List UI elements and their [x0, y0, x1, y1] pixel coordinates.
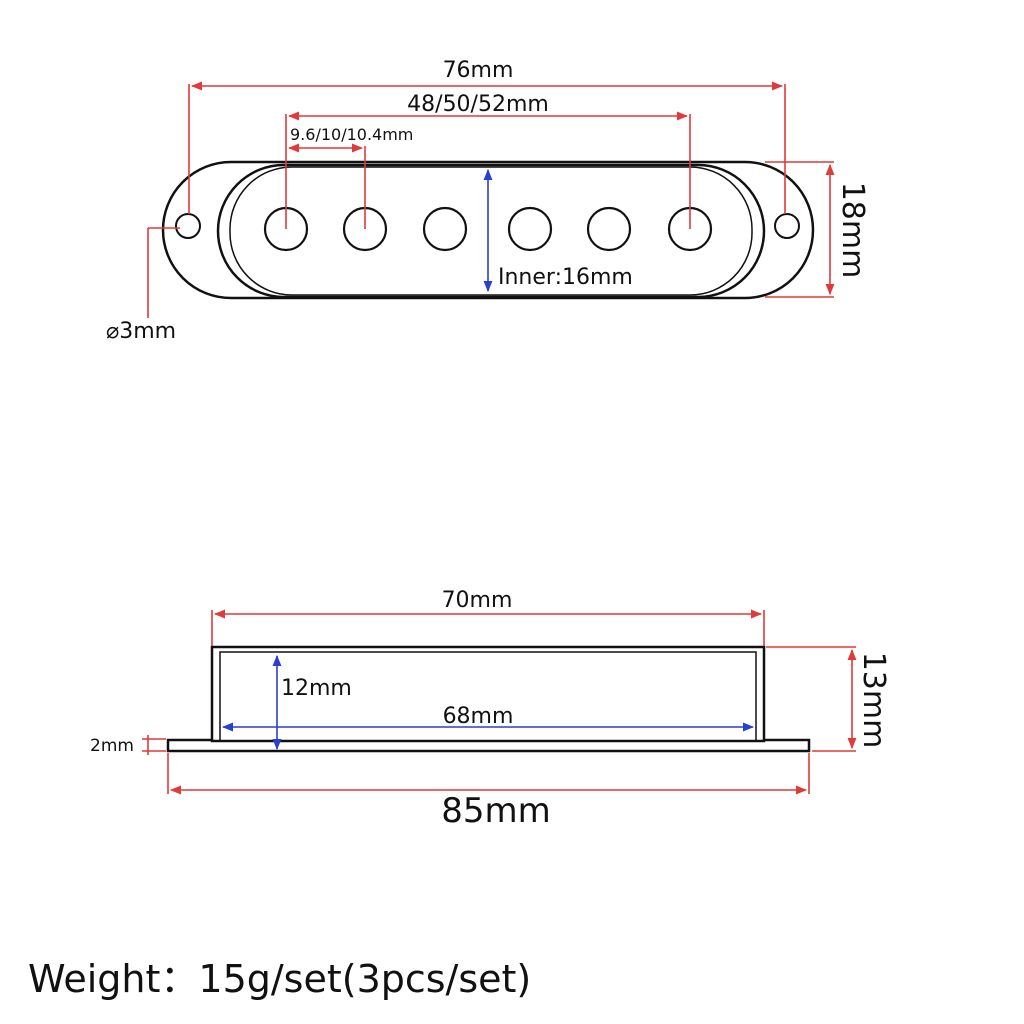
top-view: 76mm 48/50/52mm 9.6/10/10.4mm 18mm Inner… — [106, 58, 870, 344]
overall-width-label: 76mm — [443, 58, 514, 83]
dim-18mm: 18mm — [765, 161, 870, 298]
inner-height-label: 12mm — [281, 676, 352, 701]
dim-pole-spacing: 9.6/10/10.4mm — [287, 125, 413, 229]
weight-text: Weight：15g/set(3pcs/set) — [28, 957, 532, 1001]
pole-spacing-label: 9.6/10/10.4mm — [290, 125, 413, 144]
dim-pole-span: 48/50/52mm — [285, 92, 691, 229]
side-view: 70mm 68mm 12mm 13mm 2mm — [90, 588, 891, 831]
base-width-label: 85mm — [441, 791, 551, 831]
hole-diameter-label: ⌀3mm — [106, 319, 176, 344]
dim-2mm: 2mm — [90, 735, 166, 756]
pole-hole — [422, 206, 468, 252]
dim-85mm: 85mm — [167, 753, 810, 831]
side-cover-inner — [219, 651, 757, 742]
pole-hole — [586, 206, 632, 252]
pole-hole — [507, 206, 553, 252]
dim-inner-16mm: Inner:16mm — [483, 168, 633, 293]
dim-13mm: 13mm — [766, 646, 891, 752]
mounting-hole-right — [774, 213, 800, 239]
dim-12mm: 12mm — [272, 654, 352, 751]
top-width-label: 70mm — [442, 588, 513, 613]
dim-hole-diameter: ⌀3mm — [106, 227, 180, 344]
flange-thickness-label: 2mm — [90, 736, 134, 756]
height-label: 18mm — [835, 182, 870, 279]
side-height-label: 13mm — [856, 652, 891, 749]
cover-body-inner-edge — [229, 166, 753, 296]
pole-span-label: 48/50/52mm — [407, 92, 549, 117]
dim-68mm: 68mm — [221, 704, 755, 732]
inner-width-label: 68mm — [443, 704, 514, 729]
mounting-hole-left — [175, 213, 201, 239]
dim-70mm: 70mm — [211, 588, 765, 646]
inner-height-label: Inner:16mm — [498, 265, 633, 290]
dim-76mm: 76mm — [188, 58, 786, 214]
